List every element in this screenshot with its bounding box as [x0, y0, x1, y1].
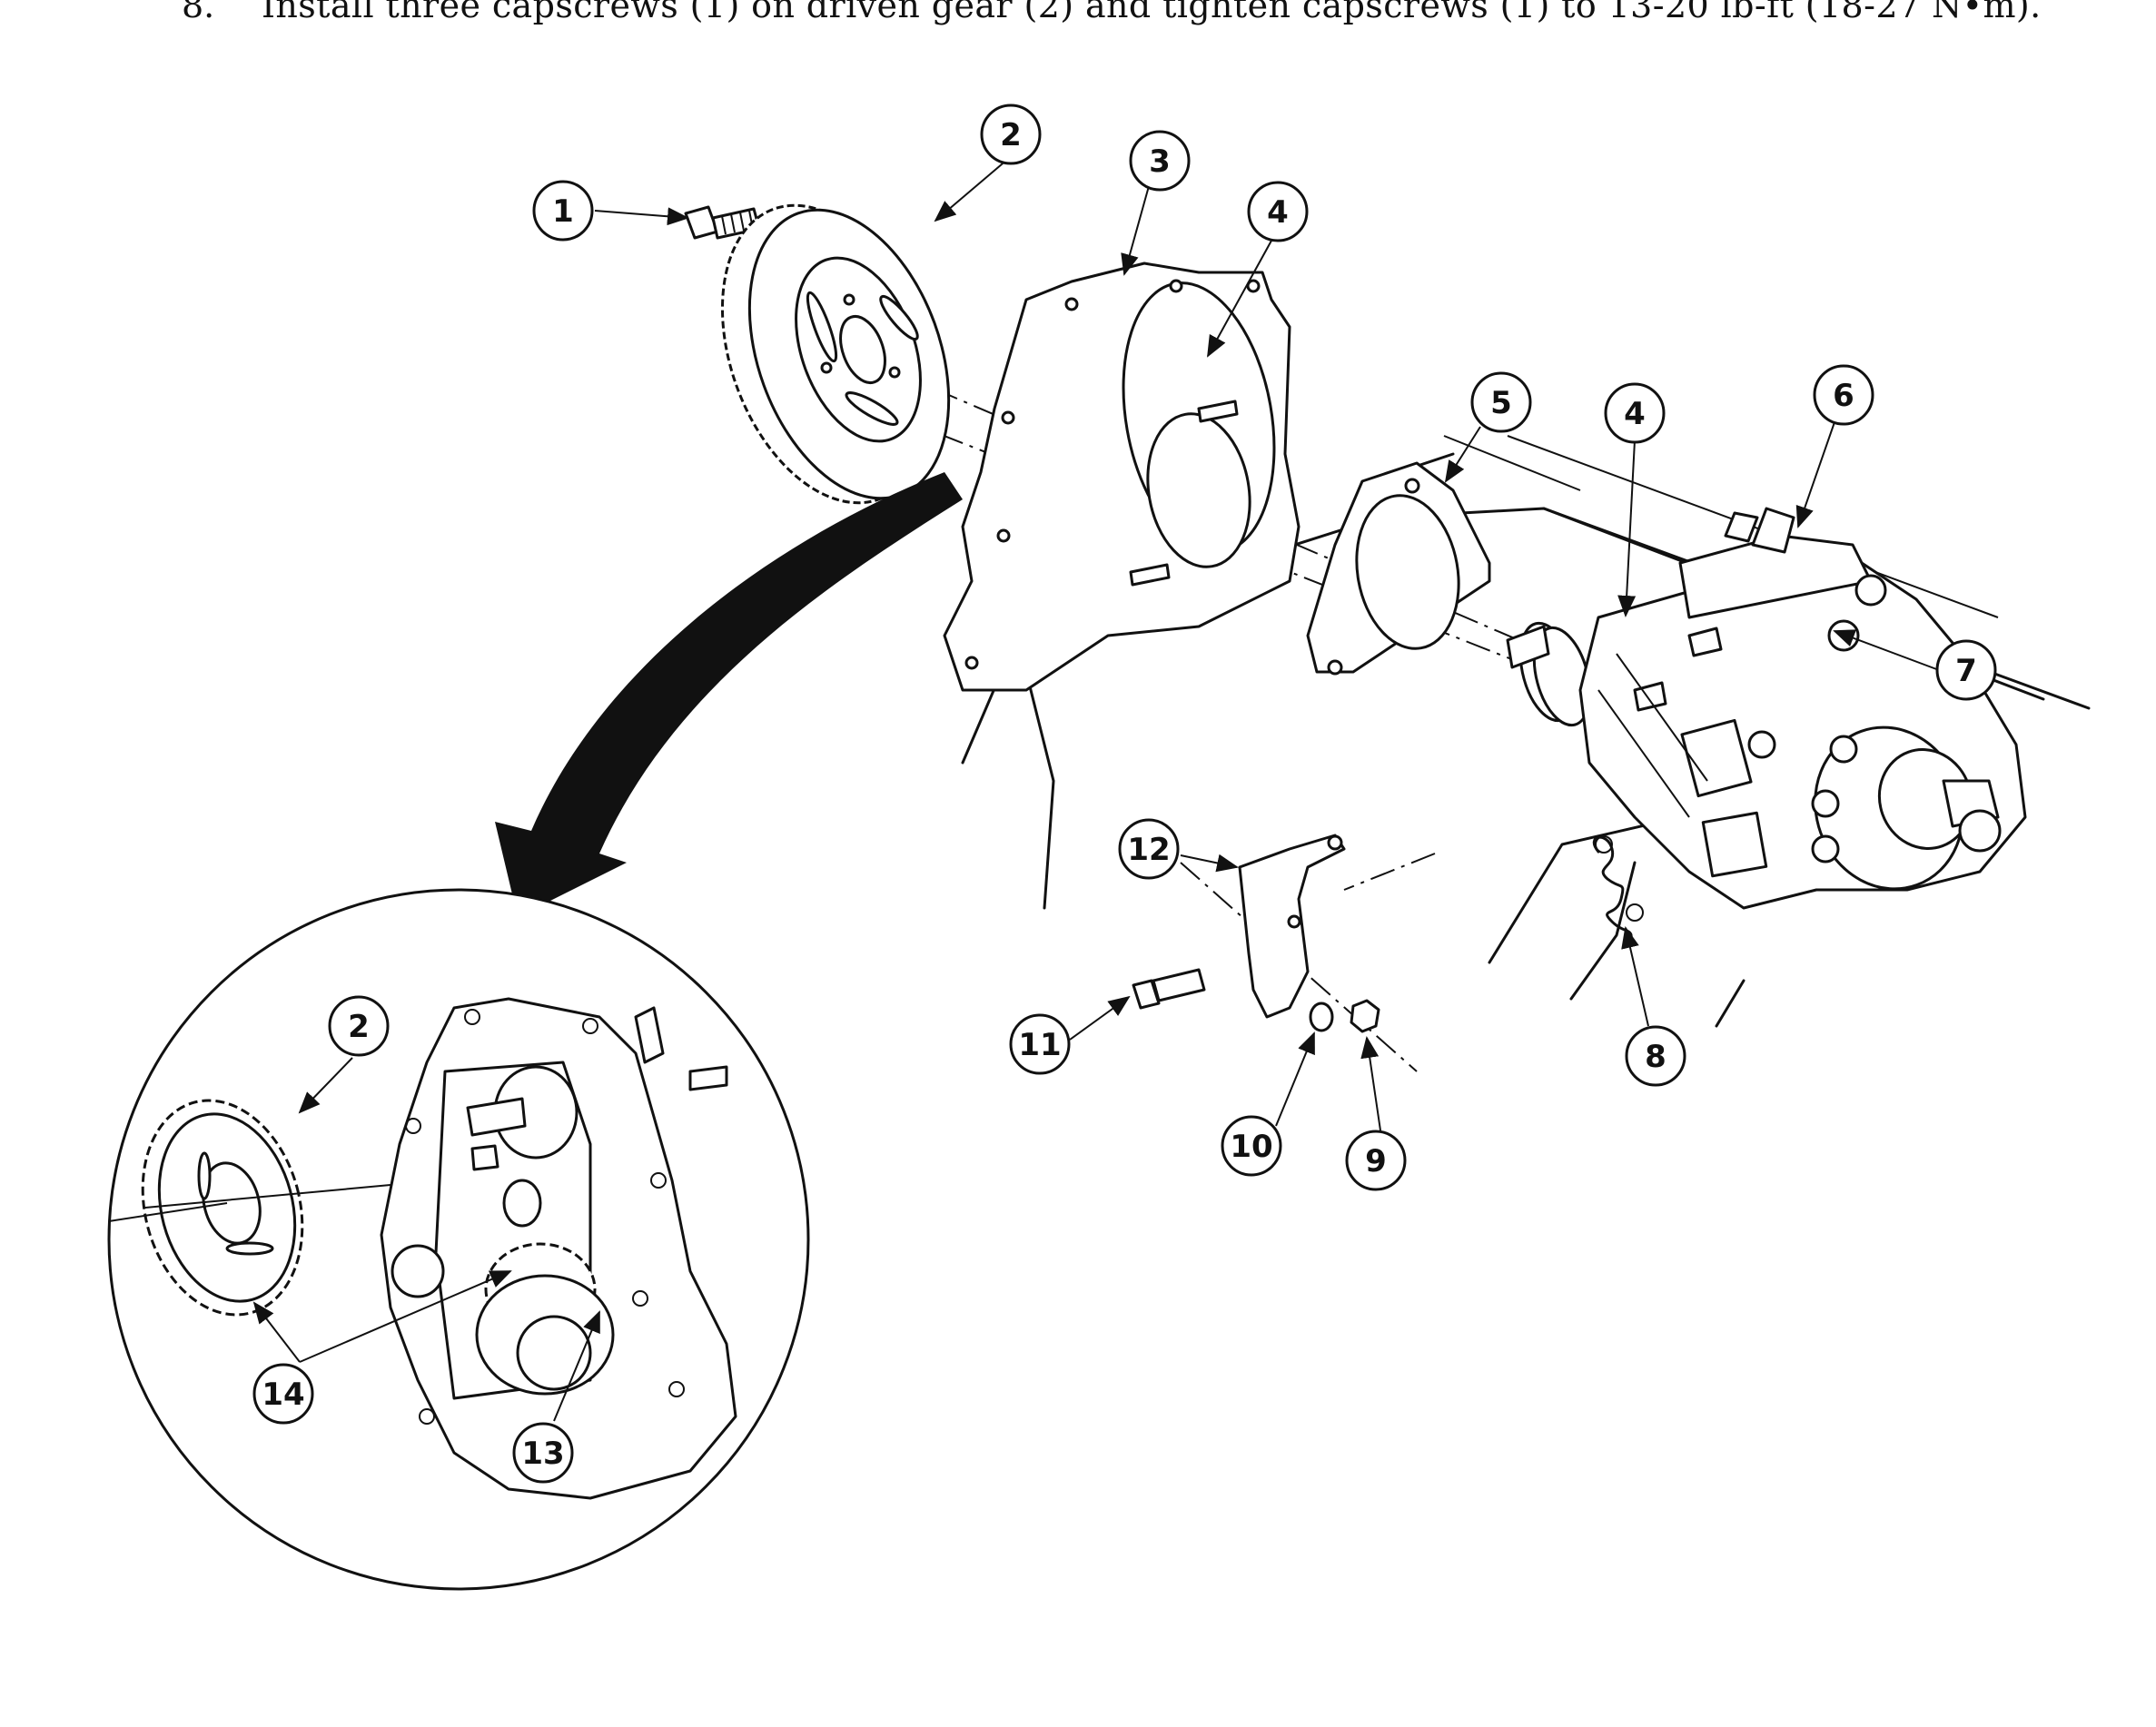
pump-flange [1506, 621, 1592, 727]
fuel-injection-pump [1578, 507, 2027, 910]
callout-13: 13 [512, 1422, 574, 1484]
callout-2: 2 [980, 104, 1042, 165]
callout-5: 5 [1470, 371, 1532, 433]
svg-text:6: 6 [1833, 378, 1854, 414]
callout-7: 7 [1935, 639, 1997, 701]
callout-11: 11 [1009, 1013, 1071, 1075]
spring [1592, 835, 1644, 946]
svg-text:5: 5 [1490, 385, 1512, 421]
svg-text:1: 1 [552, 193, 574, 230]
driven-gear [720, 203, 951, 505]
callout-2-detail: 2 [328, 995, 390, 1057]
svg-text:2: 2 [1000, 117, 1022, 153]
callout-8: 8 [1625, 1025, 1686, 1087]
callout-4b: 4 [1604, 382, 1666, 444]
step-text: Install three capscrews (1) on driven ge… [262, 0, 2042, 25]
bracket [1238, 834, 1346, 1019]
svg-text:4: 4 [1624, 396, 1646, 432]
gear-housing [943, 262, 1301, 692]
gasket [1306, 461, 1491, 676]
svg-text:3: 3 [1149, 143, 1171, 180]
callout-10: 10 [1221, 1115, 1282, 1177]
svg-text:11: 11 [1018, 1027, 1061, 1063]
svg-text:9: 9 [1365, 1143, 1387, 1179]
svg-text:7: 7 [1955, 653, 1977, 689]
callout-14: 14 [252, 1363, 314, 1425]
svg-text:13: 13 [521, 1436, 564, 1472]
washer [1309, 1002, 1334, 1032]
nut [1350, 999, 1380, 1033]
callout-12: 12 [1118, 818, 1180, 880]
svg-text:14: 14 [262, 1377, 304, 1413]
callout-6: 6 [1813, 364, 1874, 426]
svg-text:2: 2 [348, 1009, 370, 1045]
svg-text:8: 8 [1645, 1039, 1666, 1075]
detail-arrow [495, 472, 963, 917]
callout-9: 9 [1345, 1130, 1407, 1191]
step-number: 8. [182, 0, 215, 25]
callout-3: 3 [1129, 130, 1191, 192]
svg-text:12: 12 [1127, 832, 1170, 868]
svg-text:10: 10 [1230, 1129, 1272, 1165]
svg-text:4: 4 [1267, 194, 1289, 231]
instruction-step: 8. Install three capscrews (1) on driven… [182, 0, 2143, 24]
bolt [1132, 968, 1206, 1010]
detail-inset [107, 888, 810, 1591]
leader-lines [252, 158, 1940, 1422]
callout-1: 1 [532, 180, 594, 242]
callout-4a: 4 [1247, 181, 1309, 242]
